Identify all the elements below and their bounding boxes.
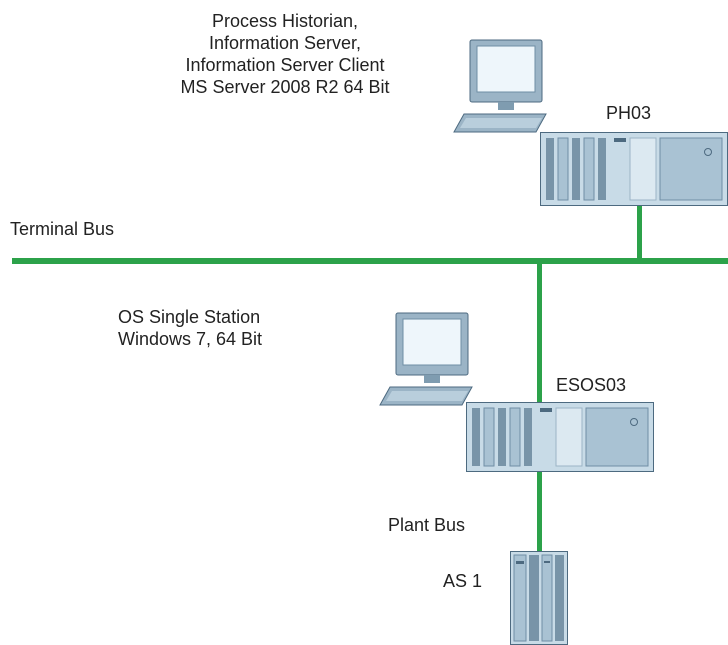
esos03-label: ESOS03: [556, 375, 627, 395]
esos03-pc-icon: [466, 402, 654, 472]
terminal-bus-label: Terminal Bus: [10, 219, 115, 239]
ph03-desc-line-4: MS Server 2008 R2 64 Bit: [180, 77, 390, 97]
plant-bus-line: [537, 472, 542, 552]
ph03-label: PH03: [606, 103, 652, 123]
esos03-desc-line-1: OS Single Station: [118, 307, 261, 327]
ph03-desc-line-3: Information Server Client: [185, 55, 385, 75]
ph03-monitor-icon: [453, 39, 547, 133]
esos03-terminal-drop: [537, 263, 542, 403]
ph03-bus-drop: [637, 206, 642, 261]
ph03-desc-line-2: Information Server,: [208, 33, 362, 53]
plant-bus-label: Plant Bus: [388, 515, 466, 535]
esos03-monitor-icon: [379, 312, 473, 406]
esos03-desc-line-2: Windows 7, 64 Bit: [118, 329, 263, 349]
as1-controller-icon: [510, 551, 568, 645]
esos03-description: OS Single Station Windows 7, 64 Bit: [118, 306, 262, 350]
ph03-desc-line-1: Process Historian,: [211, 11, 359, 31]
terminal-bus-line: [12, 258, 728, 264]
ph03-description: Process Historian, Information Server, I…: [150, 10, 420, 98]
as1-label: AS 1: [443, 571, 483, 591]
ph03-pc-icon: [540, 132, 728, 206]
